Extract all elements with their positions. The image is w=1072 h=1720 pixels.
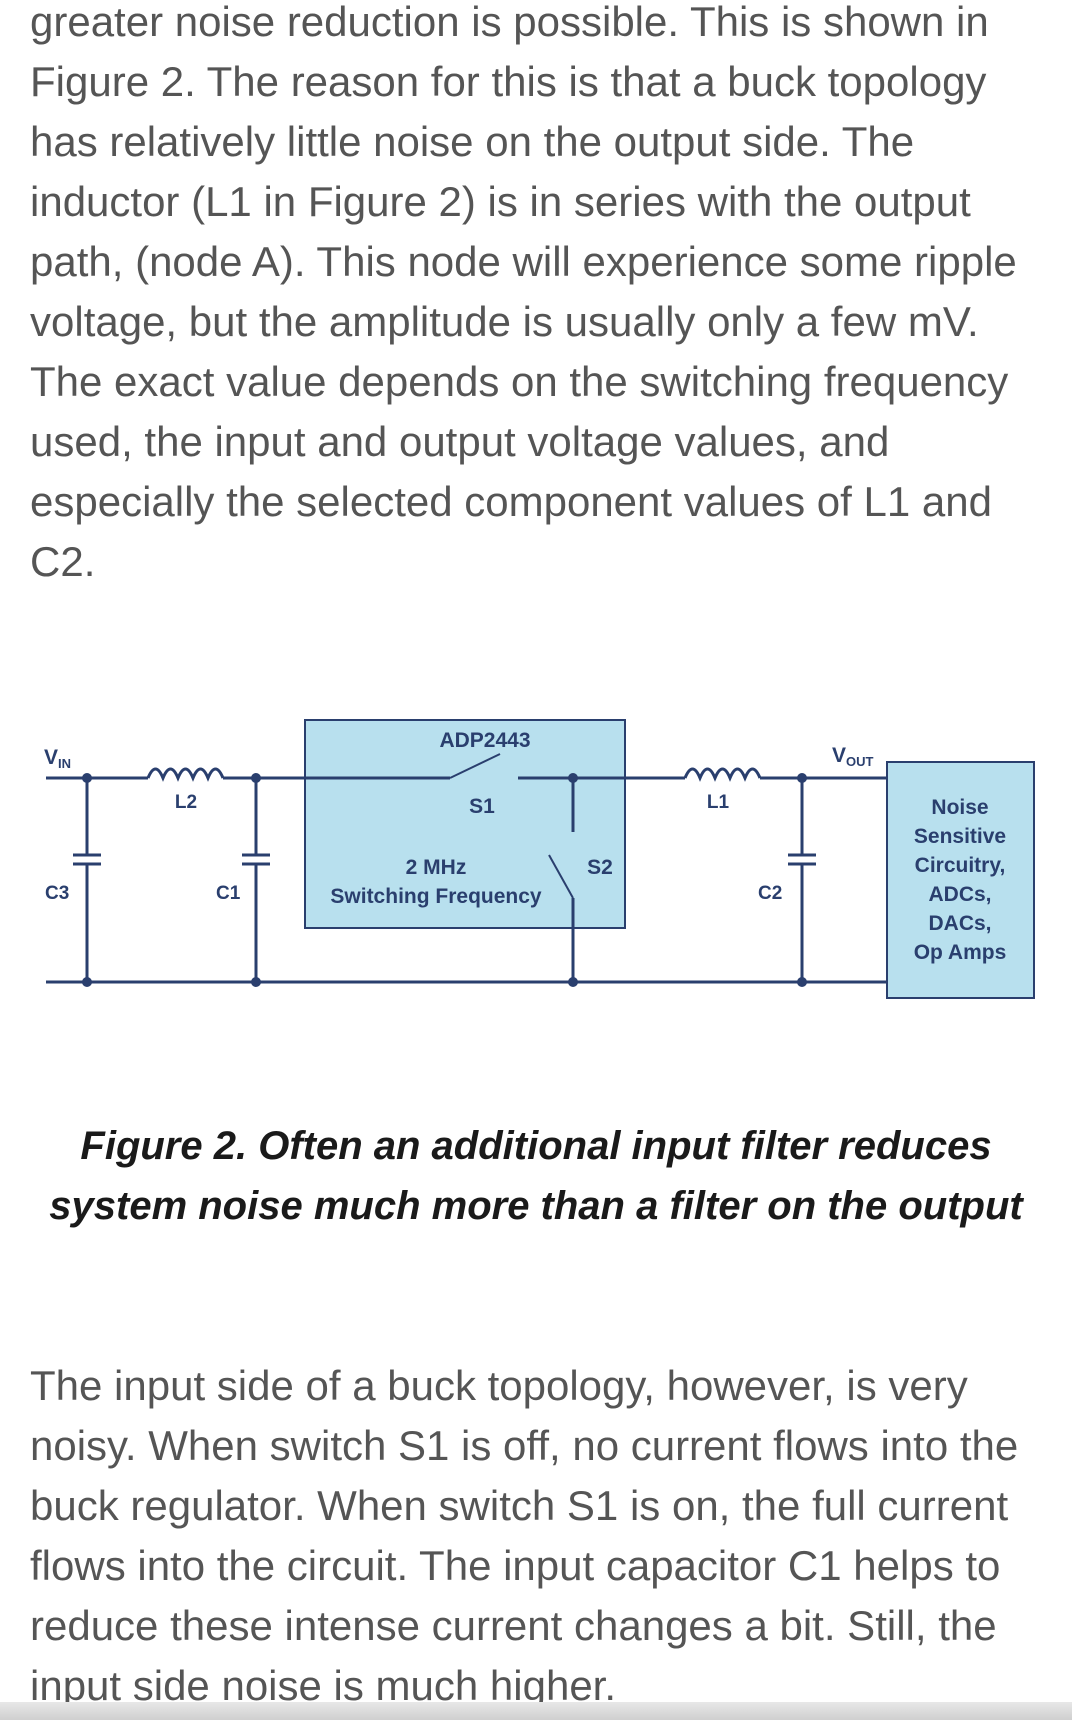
vout-label: VOUT <box>832 744 874 769</box>
c1-label: C1 <box>216 883 241 904</box>
paragraph-line: path, (node A). This node will experienc… <box>30 238 1017 285</box>
paragraph-line: C2. <box>30 538 96 585</box>
paragraph-line: flows into the circuit. The input capaci… <box>30 1542 1001 1589</box>
inductor-l2 <box>146 767 225 782</box>
caption-line: Figure 2. Often an additional input filt… <box>80 1124 992 1168</box>
l2-label: L2 <box>175 792 197 813</box>
svg-text:Op Amps: Op Amps <box>914 941 1007 964</box>
paragraph-line: greater noise reduction is possible. Thi… <box>30 0 989 45</box>
switch-s2 <box>548 854 574 899</box>
c3-label: C3 <box>45 883 69 904</box>
paragraph-line: The input side of a buck topology, howev… <box>30 1362 968 1409</box>
l1-label: L1 <box>707 792 730 813</box>
caption-line: system noise much more than a filter on … <box>49 1184 1023 1228</box>
svg-text:Circuitry,: Circuitry, <box>915 854 1006 877</box>
paragraph-line: noisy. When switch S1 is off, no current… <box>30 1422 1019 1469</box>
paragraph-line: especially the selected component values… <box>30 478 992 525</box>
load-label: Noise Sensitive Circuitry, ADCs, DACs, O… <box>914 796 1007 964</box>
bottom-edge-shadow <box>0 1702 1072 1720</box>
ic-label: ADP2443 <box>439 729 530 752</box>
body-paragraph-2: The input side of a buck topology, howev… <box>30 1356 1040 1716</box>
vin-label: VIN <box>44 746 71 771</box>
paragraph-line: Figure 2. The reason for this is that a … <box>30 58 987 105</box>
switch-s1 <box>449 753 501 779</box>
circuit-diagram: VIN VOUT ADP2443 S1 S2 2 MHz Switching F… <box>44 719 1035 999</box>
s2-label: S2 <box>587 856 613 879</box>
paragraph-line: has relatively little noise on the outpu… <box>30 118 915 165</box>
svg-text:DACs,: DACs, <box>928 912 991 935</box>
paragraph-line: used, the input and output voltage value… <box>30 418 890 465</box>
paragraph-line: inductor (L1 in Figure 2) is in series w… <box>30 178 971 225</box>
s1-label: S1 <box>469 795 495 818</box>
c2-label: C2 <box>758 883 782 904</box>
paragraph-line: The exact value depends on the switching… <box>30 358 1009 405</box>
body-paragraph-1: greater noise reduction is possible. Thi… <box>30 0 1040 592</box>
svg-text:Sensitive: Sensitive <box>914 825 1006 848</box>
paragraph-line: input side noise is much higher. <box>30 1662 617 1709</box>
inductor-l1 <box>683 767 762 782</box>
paragraph-line: buck regulator. When switch S1 is on, th… <box>30 1482 1009 1529</box>
svg-text:Noise: Noise <box>931 796 988 819</box>
freq-label-line1: 2 MHz <box>406 856 467 879</box>
load-box <box>886 761 1035 999</box>
freq-label-line2: Switching Frequency <box>330 885 542 908</box>
svg-text:ADCs,: ADCs, <box>928 883 991 906</box>
paragraph-line: reduce these intense current changes a b… <box>30 1602 997 1649</box>
figure-caption: Figure 2. Often an additional input filt… <box>0 1116 1072 1236</box>
paragraph-line: voltage, but the amplitude is usually on… <box>30 298 979 345</box>
